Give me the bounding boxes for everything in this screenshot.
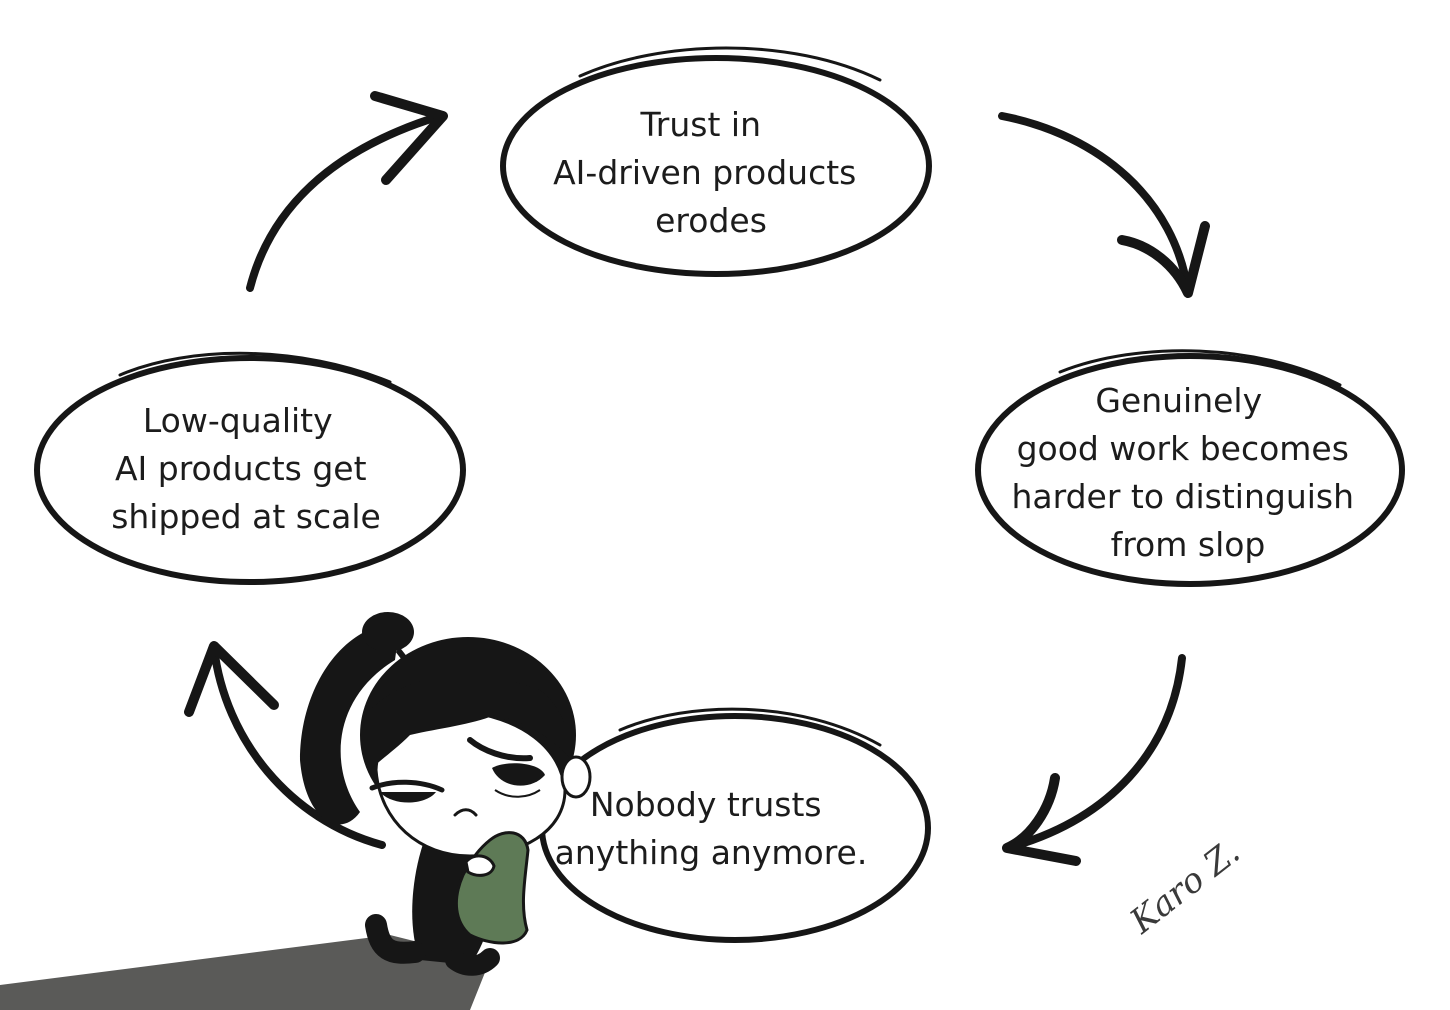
ellipse-nobody bbox=[539, 707, 931, 943]
node-good-work-text: Genuinely good work becomes harder to di… bbox=[1011, 381, 1364, 564]
signature: Karo Z. bbox=[1122, 832, 1248, 942]
node-trust-line-2: AI-driven products bbox=[553, 153, 856, 192]
node-low-quality-line-1: Low-quality bbox=[143, 401, 333, 440]
girl-icon bbox=[0, 612, 592, 1010]
arrow-good-work-to-nobody bbox=[1002, 654, 1186, 866]
node-nobody-text: Nobody trusts anything anymore. bbox=[555, 785, 868, 872]
node-trust-line-1: Trust in bbox=[640, 105, 762, 144]
node-good-work-line-4: from slop bbox=[1111, 525, 1266, 564]
ponytail bbox=[300, 622, 400, 825]
node-nobody-line-2: anything anymore. bbox=[555, 833, 868, 872]
arrow-nobody-to-low-quality bbox=[184, 641, 386, 849]
pillow-icon bbox=[454, 831, 530, 945]
node-good-work-line-2: good work becomes bbox=[1017, 429, 1349, 468]
arrow-low-quality-to-trust bbox=[246, 91, 448, 292]
ellipse-low-quality bbox=[34, 351, 466, 585]
node-low-quality-line-3: shipped at scale bbox=[111, 497, 381, 536]
ellipse-good-work bbox=[975, 349, 1405, 587]
arrow-trust-to-good-work bbox=[998, 112, 1210, 298]
node-trust-line-3: erodes bbox=[655, 201, 767, 240]
hair-bun bbox=[362, 612, 414, 652]
node-low-quality-text: Low-quality AI products get shipped at s… bbox=[111, 401, 381, 536]
node-trust-text: Trust in AI-driven products erodes bbox=[553, 105, 867, 240]
ellipse-trust bbox=[500, 46, 932, 277]
node-good-work-line-3: harder to distinguish bbox=[1011, 477, 1354, 516]
girl-ear bbox=[560, 755, 592, 799]
floor-shadow bbox=[0, 935, 490, 1010]
node-low-quality-line-2: AI products get bbox=[115, 449, 367, 488]
node-good-work-line-1: Genuinely bbox=[1095, 381, 1262, 420]
node-nobody-line-1: Nobody trusts bbox=[590, 785, 822, 824]
